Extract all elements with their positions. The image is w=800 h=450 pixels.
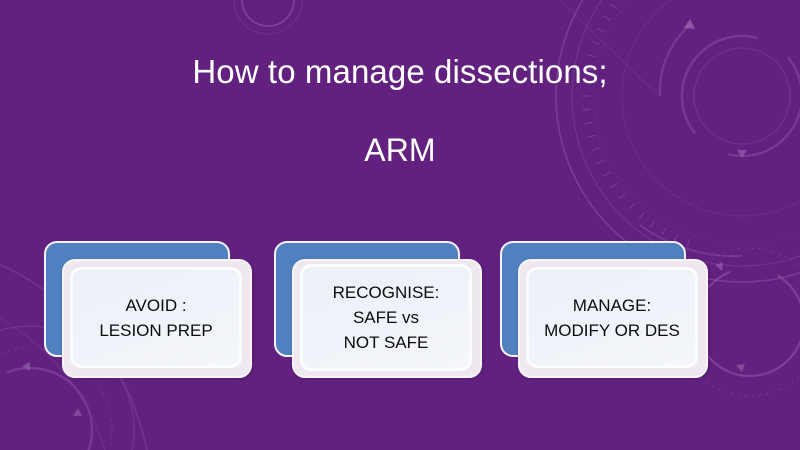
card-avoid-inner-panel: AVOID : LESION PREP	[70, 267, 242, 368]
card-manage-front-panel: MANAGE: MODIFY OR DES	[518, 259, 708, 378]
card-manage-line-1: MANAGE:	[572, 295, 652, 315]
card-recognise-line-1: RECOGNISE:	[332, 283, 440, 302]
slide-subtitle: ARM	[364, 132, 436, 168]
title-block: How to manage dissections; ARM	[0, 52, 800, 170]
card-avoid[interactable]: AVOID : LESION PREP	[44, 241, 252, 378]
card-recognise-front-panel: RECOGNISE: SAFE vs NOT SAFE	[292, 259, 482, 378]
card-manage-inner-panel: MANAGE: MODIFY OR DES	[526, 267, 698, 368]
slide-title: How to manage dissections;	[192, 53, 608, 90]
card-manage-line-2: MODIFY OR DES	[544, 320, 680, 340]
card-recognise-inner-panel: RECOGNISE: SAFE vs NOT SAFE	[300, 264, 472, 371]
card-avoid-line-1: AVOID :	[125, 295, 187, 315]
card-manage[interactable]: MANAGE: MODIFY OR DES	[500, 241, 708, 378]
card-recognise[interactable]: RECOGNISE: SAFE vs NOT SAFE	[274, 241, 482, 378]
card-avoid-line-2: LESION PREP	[99, 320, 213, 340]
card-recognise-line-3: NOT SAFE	[343, 333, 429, 352]
card-recognise-line-2: SAFE vs	[352, 308, 420, 327]
card-avoid-front-panel: AVOID : LESION PREP	[62, 259, 252, 378]
